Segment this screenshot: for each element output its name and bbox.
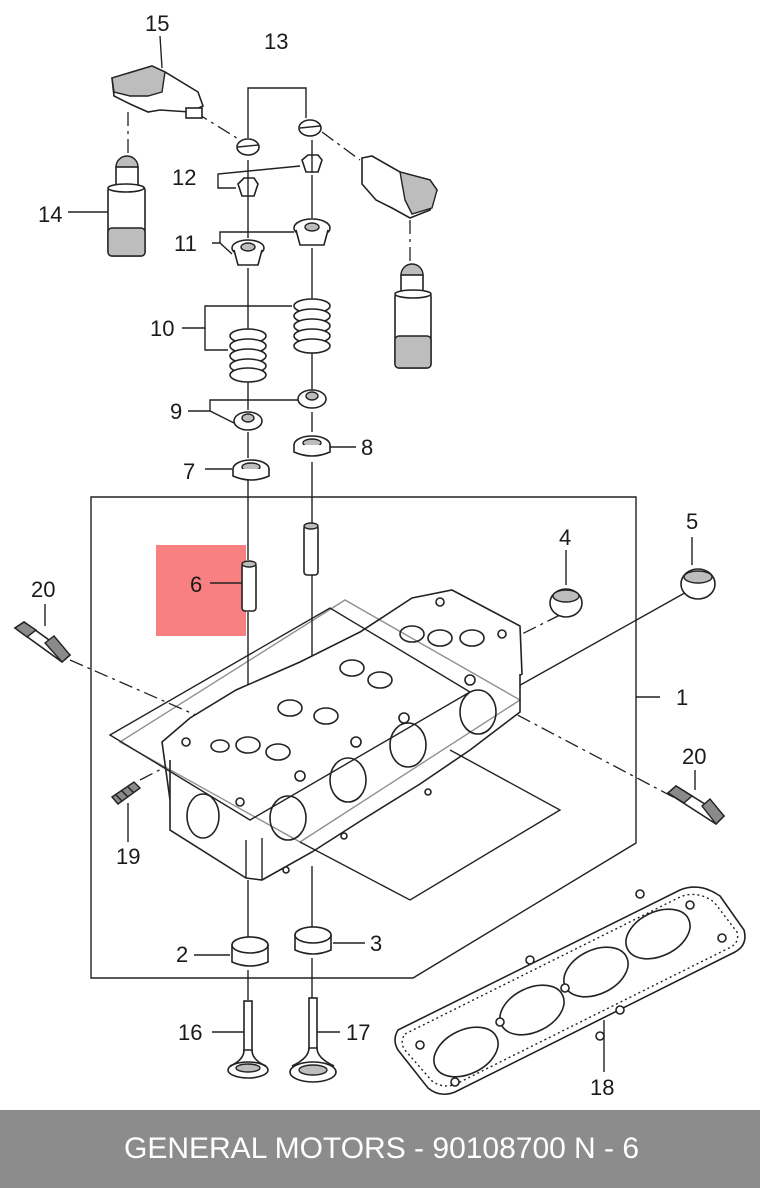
valve-seat-left	[231, 936, 269, 967]
head-gasket	[394, 886, 746, 1096]
head-outline-lines	[108, 599, 562, 901]
label-9: 9	[170, 399, 182, 424]
spring-seat-left	[232, 459, 270, 481]
label-20-right: 20	[682, 744, 706, 769]
valve-stem-seal-left	[233, 411, 263, 431]
stud-20-left	[13, 621, 72, 664]
valve-cap-right	[298, 119, 322, 137]
label-10: 10	[150, 316, 174, 341]
exhaust-valve	[289, 997, 337, 1083]
cam-plug-5	[680, 568, 716, 600]
spring-seat-right	[293, 435, 331, 457]
cylinder-head-exploded-diagram: 1 2 3 4 5 6 7 8 9 10 11 12 13 14 15 16 1…	[13, 11, 746, 1100]
stud-20-right	[666, 785, 726, 826]
valve-stem-seal-right	[297, 389, 327, 409]
label-18: 18	[590, 1075, 614, 1100]
valve-spring-left	[229, 328, 267, 383]
label-3: 3	[370, 931, 382, 956]
lash-adjuster-right	[394, 263, 432, 369]
cylinder-head	[161, 589, 523, 881]
label-1: 1	[676, 685, 688, 710]
valve-seat-right	[294, 926, 332, 955]
label-2: 2	[176, 942, 188, 967]
highlight-part-6	[156, 545, 246, 636]
label-19: 19	[116, 844, 140, 869]
label-17: 17	[346, 1020, 370, 1045]
assembly-frame	[90, 496, 637, 979]
spring-retainer-left	[231, 239, 265, 266]
lash-adjuster-left	[107, 155, 146, 257]
label-7: 7	[183, 459, 195, 484]
valve-guide-right	[303, 522, 319, 576]
footer-bar: GENERAL MOTORS - 90108700 N - 6	[0, 1110, 760, 1188]
rocker-arm-left	[111, 65, 204, 119]
spring-retainer-right	[293, 218, 331, 246]
rocker-arm-right	[361, 155, 438, 219]
label-13: 13	[264, 29, 288, 54]
label-16: 16	[178, 1020, 202, 1045]
valve-spring-right	[293, 298, 331, 354]
stud-19	[110, 781, 142, 805]
valve-guide-left	[241, 560, 257, 612]
valve-collet-right	[301, 154, 323, 173]
label-5: 5	[686, 509, 698, 534]
valve-cap-left	[236, 138, 260, 156]
footer-reference: N - 6	[574, 1132, 640, 1165]
label-14: 14	[38, 202, 62, 227]
label-12: 12	[172, 165, 196, 190]
label-11: 11	[174, 231, 197, 256]
intake-valve	[227, 1000, 269, 1079]
label-8: 8	[361, 435, 373, 460]
footer-part-number: GENERAL MOTORS - 90108700	[124, 1132, 566, 1165]
label-20-left: 20	[31, 577, 55, 602]
valve-collet-left	[237, 177, 259, 197]
label-15: 15	[145, 11, 169, 36]
label-4: 4	[559, 525, 571, 550]
label-6: 6	[190, 572, 202, 597]
cam-plug-4	[549, 588, 583, 618]
